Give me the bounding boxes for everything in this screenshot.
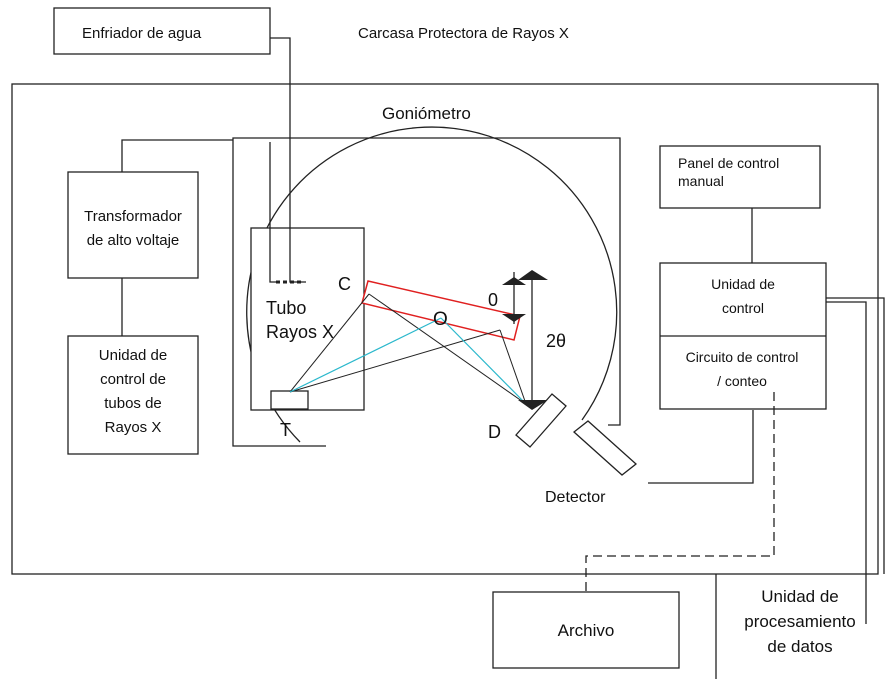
counting-circuit-label-1: Circuito de control [686,349,799,365]
diffracted-beam-center [440,317,527,405]
control-unit-label-1: Unidad de [711,276,775,292]
data-unit-label-1: Unidad de [761,587,839,606]
tube-control-label-2: control de [100,371,166,388]
detector-slit [515,393,567,448]
tube-control-box [67,335,199,455]
archive-box [492,591,680,669]
two-theta-label: 2θ [546,331,566,351]
tube-control-label-3: tubos de [104,395,162,412]
target-label: T [280,420,291,440]
data-line-2 [826,297,885,574]
manual-panel-label-2: manual [678,173,724,189]
data-line-1 [826,301,867,624]
goniometer-label: Goniómetro [382,104,471,123]
theta-label: 0 [488,290,498,310]
tube-control-label-4: Rayos X [105,419,162,436]
theta-arrow-bottom [502,314,526,322]
counting-circuit-label-2: / conteo [717,373,767,389]
transformer-box [67,171,199,279]
two-theta-arrow-top [518,270,548,280]
cooler-line [270,37,291,228]
external-detector [572,420,638,476]
diffracted-beam-1 [368,293,527,405]
tube-cooling-inlet [269,142,276,283]
tube-label-2: Rayos X [266,322,334,342]
center-o-label: O [433,309,448,330]
transformer-label-2: de alto voltaje [87,232,180,249]
incident-beam-2 [289,329,501,393]
target-anode [270,390,309,410]
two-theta-arrow-bottom [518,400,548,410]
water-cooler-label: Enfriador de agua [82,25,202,42]
diffracted-beam-2 [499,329,527,405]
detector-d-label: D [488,422,501,442]
tube-label-1: Tubo [266,298,306,318]
water-cooler-box [53,7,271,55]
xray-tube-box [250,227,365,411]
transformer-goniometer-line [121,139,233,172]
goniometer-circle [246,126,618,443]
tube-control-label-1: Unidad de [99,347,167,364]
incident-beam-center [289,317,442,393]
manual-panel-box [659,145,821,209]
archive-dashed-link [585,392,775,592]
transformer-label-1: Transformador [84,208,182,225]
sample [361,280,521,341]
incident-beam-1 [289,293,370,393]
housing-title: Carcasa Protectora de Rayos X [358,25,569,42]
data-unit-label-2: procesamiento [744,612,856,631]
manual-panel-label-1: Panel de control [678,155,779,171]
data-unit-label-3: de datos [767,637,832,656]
detector-label: Detector [545,489,606,506]
sample-label: C [338,274,351,294]
theta-arrow-top [502,277,526,285]
goniometer-frame [232,137,621,447]
control-unit-label-2: control [722,300,764,316]
detector-circuit-line [648,410,754,484]
archive-label: Archivo [558,621,615,640]
